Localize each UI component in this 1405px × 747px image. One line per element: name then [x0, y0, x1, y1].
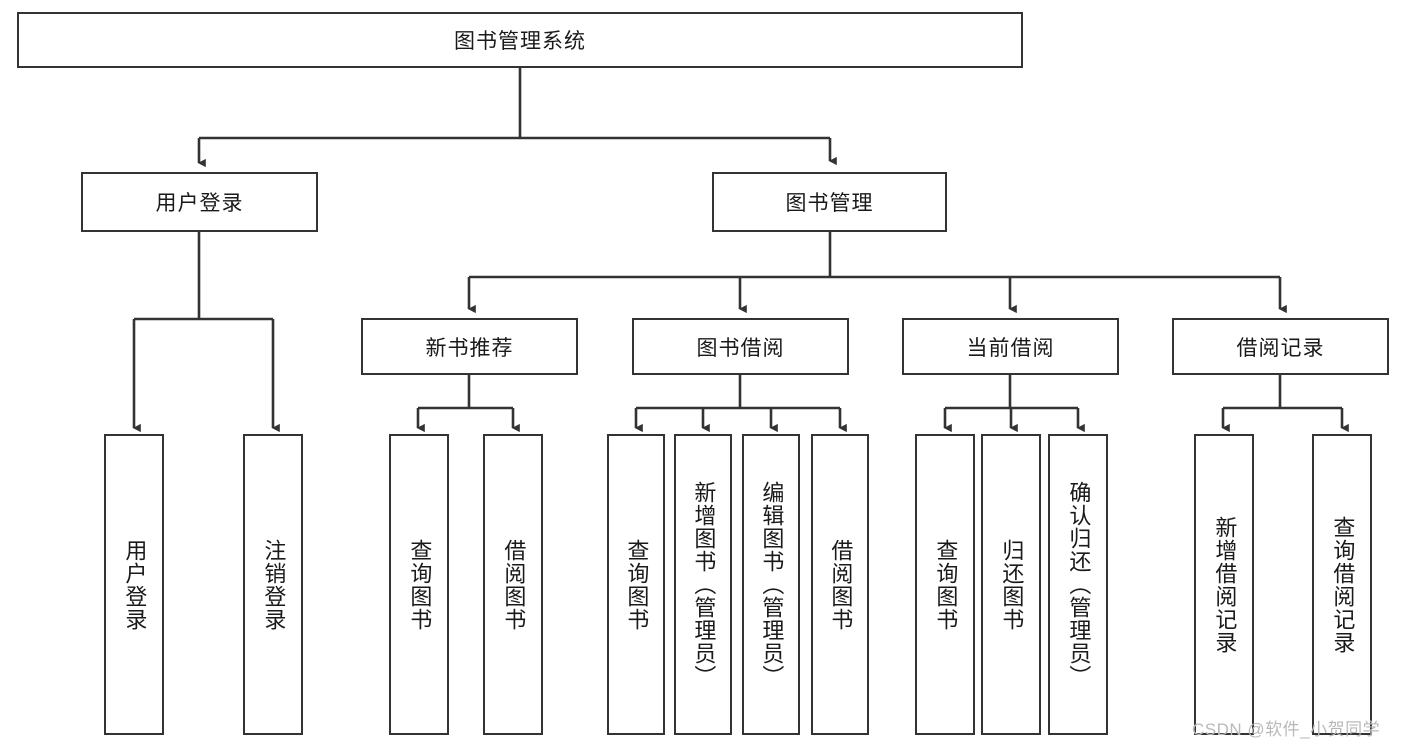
node-label: 查询图书	[624, 538, 650, 631]
csdn-watermark: CSDN @软件_小贺同学	[1192, 720, 1381, 739]
node-user-login[interactable]: 用户登录	[81, 172, 318, 232]
node-label: 查询图书	[933, 538, 959, 631]
node-label: 编辑图书（管理员）	[759, 481, 785, 688]
leaf-user-login-logout[interactable]: 注销登录	[243, 434, 303, 735]
node-label: 图书借阅	[696, 336, 785, 360]
leaf-record-query-record[interactable]: 查询借阅记录	[1312, 434, 1372, 735]
leaf-current-confirm-return-admin[interactable]: 确认归还（管理员）	[1048, 434, 1108, 735]
node-current-borrow[interactable]: 当前借阅	[902, 318, 1119, 375]
node-book-borrow[interactable]: 图书借阅	[632, 318, 849, 375]
leaf-borrow-edit-book-admin[interactable]: 编辑图书（管理员）	[742, 434, 800, 735]
node-new-book-recommend[interactable]: 新书推荐	[361, 318, 578, 375]
node-label: 新增图书（管理员）	[691, 481, 717, 688]
node-label: 图书管理	[785, 192, 874, 215]
leaf-borrow-borrow-book[interactable]: 借阅图书	[811, 434, 869, 735]
node-label: 图书管理系统	[454, 30, 586, 53]
node-label: 当前借阅	[966, 336, 1055, 360]
node-book-management[interactable]: 图书管理	[712, 172, 947, 232]
node-label: 借阅记录	[1236, 336, 1325, 360]
node-label: 用户登录	[155, 192, 244, 215]
node-borrow-record[interactable]: 借阅记录	[1172, 318, 1389, 375]
node-root-system[interactable]: 图书管理系统	[17, 12, 1023, 68]
node-label: 注销登录	[261, 538, 287, 631]
leaf-borrow-add-book-admin[interactable]: 新增图书（管理员）	[674, 434, 732, 735]
leaf-user-login-login[interactable]: 用户登录	[104, 434, 164, 735]
node-label: 归还图书	[999, 538, 1025, 631]
node-label: 用户登录	[122, 538, 148, 631]
node-label: 新书推荐	[425, 336, 514, 360]
node-label: 查询图书	[407, 538, 433, 631]
leaf-new-book-query[interactable]: 查询图书	[389, 434, 449, 735]
node-label: 确认归还（管理员）	[1066, 481, 1092, 688]
leaf-record-add-record[interactable]: 新增借阅记录	[1194, 434, 1254, 735]
node-label: 新增借阅记录	[1212, 515, 1238, 654]
leaf-new-book-borrow[interactable]: 借阅图书	[483, 434, 543, 735]
node-label: 借阅图书	[828, 538, 854, 631]
node-label: 借阅图书	[501, 538, 527, 631]
leaf-current-return-book[interactable]: 归还图书	[981, 434, 1041, 735]
node-label: 查询借阅记录	[1330, 515, 1356, 654]
leaf-borrow-query-book[interactable]: 查询图书	[607, 434, 665, 735]
leaf-current-query-book[interactable]: 查询图书	[915, 434, 975, 735]
